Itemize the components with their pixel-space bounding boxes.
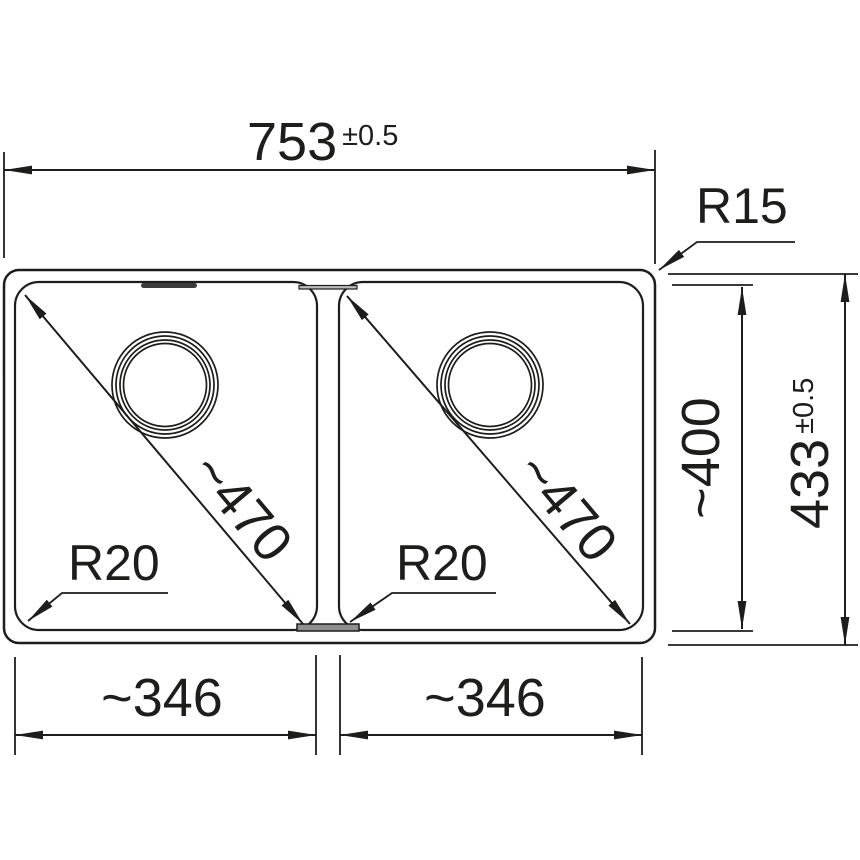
overall-depth-dimension: 433±0.5 (668, 273, 858, 646)
overall-depth-label: 433±0.5 (780, 378, 840, 529)
left-bowl-radius-label: R20 (68, 535, 160, 591)
right-bowl-outline (337, 280, 645, 632)
overall-width-label: 753±0.5 (247, 112, 398, 172)
left-bowl-outline (13, 280, 319, 632)
outer-corner-radius-callout: R15 (658, 178, 795, 271)
right-bowl-radius-label: R20 (396, 535, 488, 591)
right-drain-rings (436, 331, 544, 439)
left-bowl-diagonal-label: ~470 (180, 442, 304, 574)
sink-outer-outline (2, 268, 657, 645)
left-drain-rings (111, 331, 219, 439)
right-bowl-width-label: ~346 (424, 668, 546, 728)
left-diagonal-dimension-line (24, 294, 304, 625)
bowl-depth-label: ~400 (671, 397, 731, 519)
overflow-slot (141, 283, 197, 288)
overall-width-dimension: 753±0.5 (3, 112, 656, 264)
right-bowl-radius-leader (349, 592, 496, 623)
divider-top-seam (298, 284, 358, 290)
right-diagonal-dimension-line (346, 295, 631, 625)
bowl-depth-dimension: ~400 (671, 284, 753, 632)
bowl-width-dimensions: ~346 ~346 (14, 655, 643, 755)
outer-corner-radius-label: R15 (696, 178, 788, 234)
left-bowl-radius-callout: R20 (27, 535, 168, 622)
divider-bottom-seam (296, 623, 360, 632)
outer-corner-radius-leader (658, 241, 795, 271)
right-bowl-diagonal-label: ~470 (505, 442, 629, 574)
right-bowl-diagonal-dimension: ~470 (346, 295, 631, 625)
left-bowl-width-label: ~346 (101, 668, 223, 728)
right-bowl-radius-callout: R20 (349, 535, 496, 623)
left-bowl-radius-leader (27, 592, 168, 622)
